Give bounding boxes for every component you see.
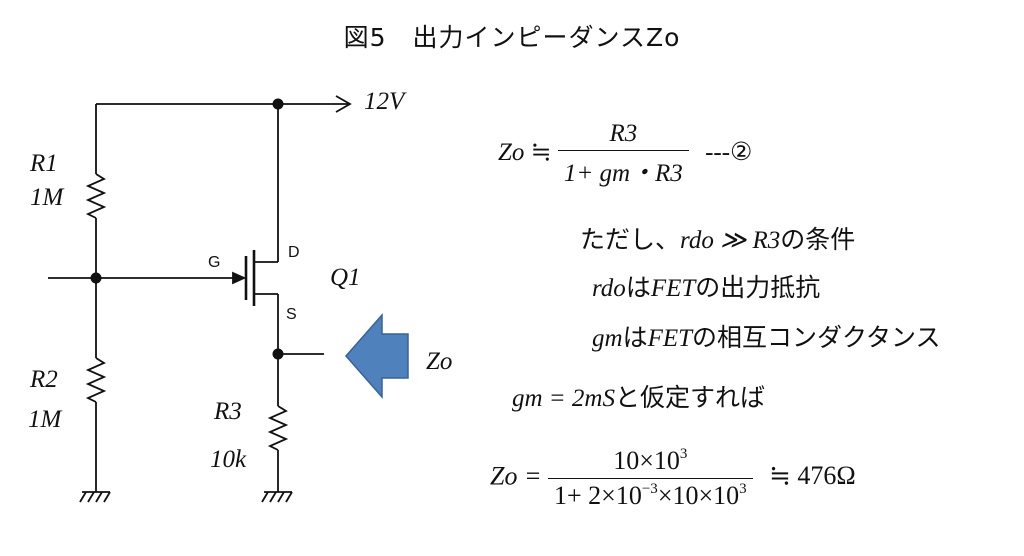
junction-dot: [272, 98, 284, 110]
condition-line: ただし、rdo ≫ R3の条件: [580, 220, 855, 256]
formula-lhs: Zo: [498, 139, 525, 167]
rdo-fet: FET: [650, 275, 696, 302]
r2-value: 1M: [28, 406, 62, 433]
source-pin-label: S: [286, 306, 297, 323]
assume-text: と仮定すれば: [614, 383, 765, 412]
den-exp2: 3: [739, 481, 747, 497]
junction-dot: [90, 272, 102, 284]
denominator: 1+ gm・R3: [563, 160, 683, 187]
r3-value: 10k: [210, 446, 247, 473]
r2-name: R2: [30, 366, 58, 393]
gm-var: gm: [592, 325, 623, 352]
r2-resistor: [85, 357, 107, 403]
supply-arrow: [335, 95, 352, 113]
r3-name: R3: [214, 398, 242, 425]
condition-suffix: の条件: [780, 225, 856, 254]
condition-prefix: ただし、: [580, 225, 681, 254]
den-exp1: −3: [641, 481, 658, 497]
gm-fet: FET: [647, 325, 693, 352]
r3-resistor: [267, 405, 289, 451]
fraction: R3 1+ gm・R3: [557, 120, 689, 189]
gm-line: gmはFETの相互コンダクタンス: [592, 318, 941, 354]
rdo-var: rdo: [592, 275, 626, 302]
fraction2: 10×103 1+ 2×10−3×10×103: [548, 446, 753, 511]
output-impedance-label: Zo: [426, 348, 453, 375]
rdo-text: は: [625, 273, 651, 302]
formula-approx: Zo ≒ R3 1+ gm・R3 ---②: [498, 120, 752, 189]
numerator: R3: [557, 120, 689, 151]
rdo-suffix: の出力抵抗: [695, 273, 821, 302]
numerator2: 10×103: [548, 446, 753, 479]
formula-result: Zo = 10×103 1+ 2×10−3×10×103 ≒ 476Ω: [490, 446, 856, 511]
drain-pin-label: D: [288, 244, 300, 261]
den-b: ×10×10: [657, 481, 740, 510]
supply-voltage-label: 12V: [364, 88, 405, 115]
gate-arrow: [232, 271, 247, 285]
formula2-result: ≒ 476Ω: [769, 461, 856, 491]
den-a: 1+ 2×10: [554, 481, 642, 510]
condition-math: rdo ≫ R3: [680, 227, 781, 254]
num-exp: 3: [679, 446, 688, 462]
r1-name: R1: [30, 150, 58, 177]
formula2-lhs: Zo =: [490, 461, 542, 491]
q1-label: Q1: [330, 264, 361, 291]
rdo-line: rdoはFETの出力抵抗: [592, 268, 820, 304]
approx-sign: ≒: [530, 139, 552, 167]
num-base: 10×10: [613, 446, 680, 475]
page-title: 図5 出力インピーダンスZo: [343, 23, 681, 52]
gm-suffix: の相互コンダクタンス: [692, 323, 941, 352]
output-arrow-icon: [345, 313, 409, 399]
assume-line: gm = 2mSと仮定すれば: [512, 378, 765, 414]
r1-resistor: [85, 173, 107, 219]
assume-math: gm = 2mS: [512, 385, 615, 412]
denominator2: 1+ 2×10−3×10×103: [548, 479, 753, 511]
junction-dot: [272, 348, 284, 360]
r1-value: 1M: [30, 184, 64, 211]
gm-text: は: [622, 323, 648, 352]
gate-pin-label: G: [208, 254, 221, 271]
equation-tag: ---②: [705, 139, 753, 167]
